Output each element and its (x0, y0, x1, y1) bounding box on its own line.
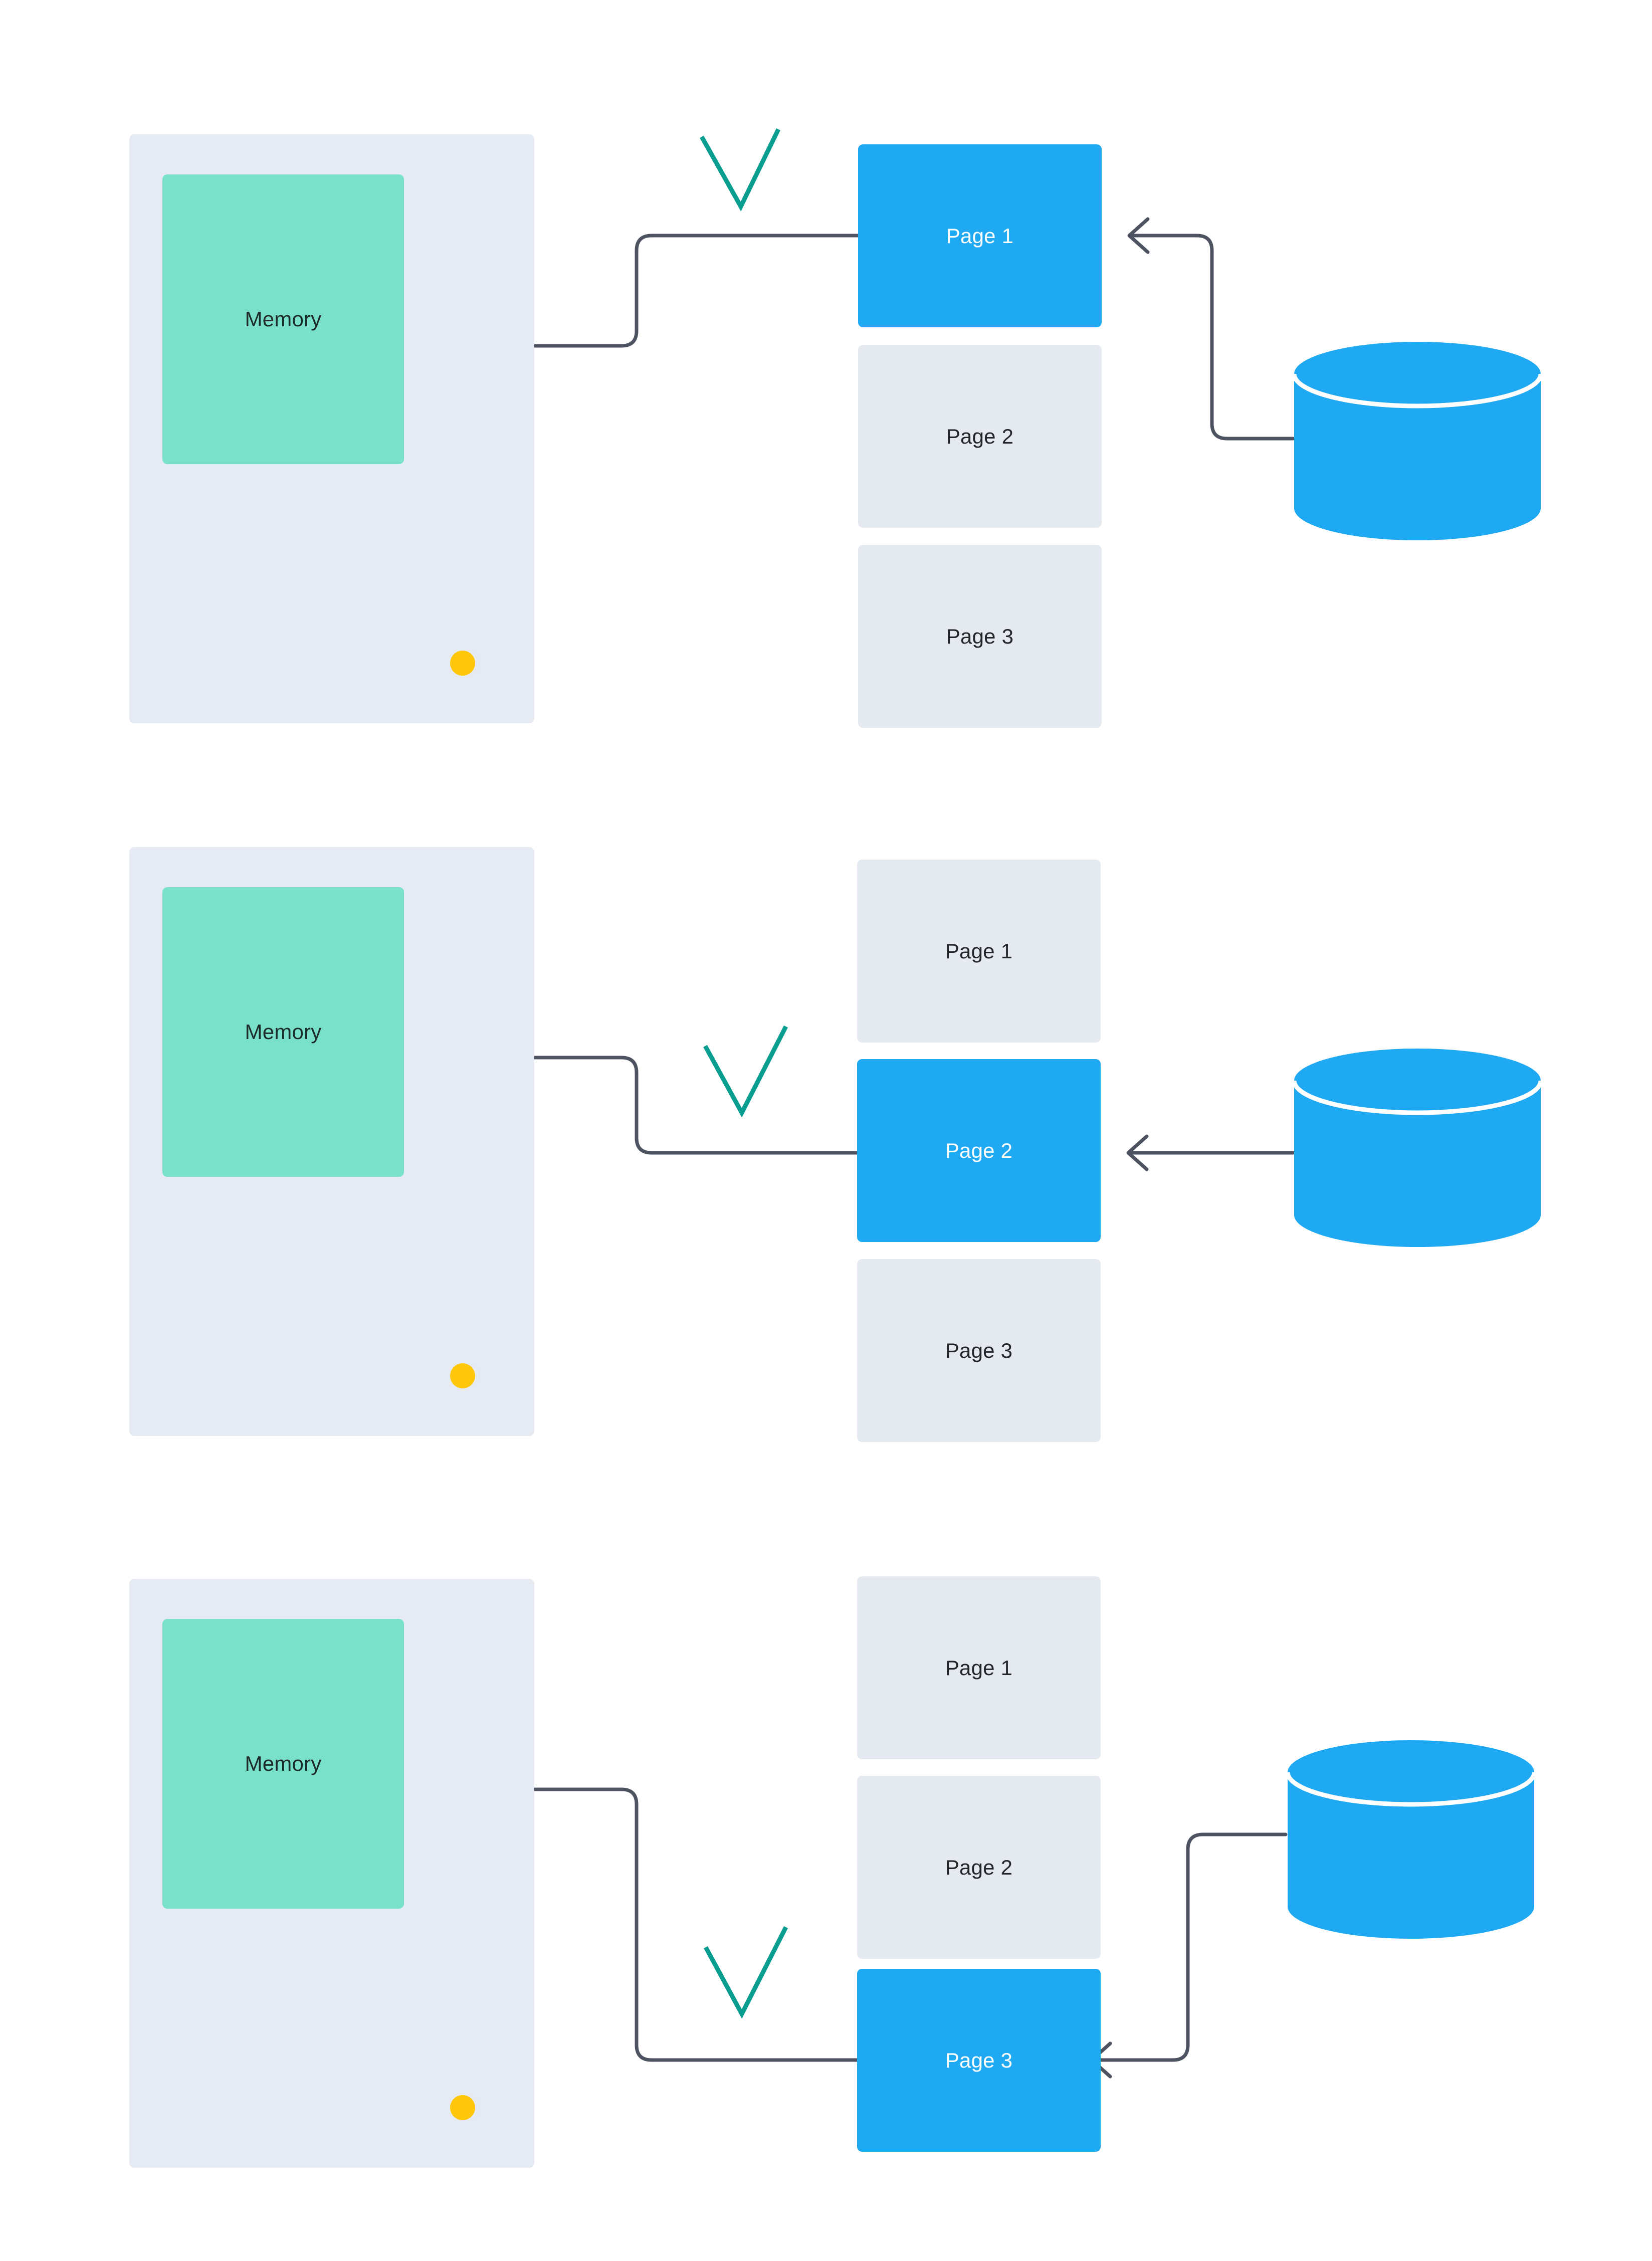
brand-logo-icon (450, 2084, 488, 2131)
memory-label: Memory (245, 1752, 322, 1775)
page-box-label: Page 2 (946, 424, 1014, 448)
page-box-label: Page 3 (946, 624, 1014, 648)
page-box-page-3[interactable]: Page 3 (857, 1969, 1101, 2152)
data-source-label: Data Source (1611, 1146, 1652, 1168)
cylinder-shape (1292, 1049, 1543, 1247)
wire-datasource-to-page1 (1128, 234, 1295, 441)
memory-label: Memory (245, 307, 322, 331)
page-box-page-3[interactable]: Page 3 (857, 1259, 1101, 1442)
page-box-label: Page 2 (945, 1855, 1013, 1879)
data-source-cylinder-1[interactable]: Data Source (1292, 341, 1652, 541)
data-source-cylinder-2[interactable]: Data Source (1292, 1048, 1652, 1248)
wire-datasource-to-page3 (1091, 1832, 1288, 2062)
page-box-label: Page 2 (945, 1138, 1013, 1162)
memory-container-3: Memory (129, 1579, 534, 2168)
page-box-page-1[interactable]: Page 1 (857, 1576, 1101, 1759)
page-box-page-1[interactable]: Page 1 (857, 860, 1101, 1043)
memory-box-1[interactable]: Memory (162, 174, 404, 464)
memory-box-3[interactable]: Memory (162, 1619, 404, 1909)
arrowhead-page1 (1127, 217, 1150, 254)
page-box-page-2[interactable]: Page 2 (857, 1776, 1101, 1959)
page-box-page-3[interactable]: Page 3 (858, 545, 1102, 728)
page-box-label: Page 1 (945, 1656, 1013, 1680)
brand-logo-icon (450, 640, 488, 687)
page-box-label: Page 3 (945, 1338, 1013, 1362)
page-box-label: Page 1 (945, 939, 1013, 963)
page-box-label: Page 3 (945, 2048, 1013, 2072)
arrowhead-page2 (1126, 1134, 1149, 1171)
data-source-label: Data Source (1605, 1837, 1652, 1860)
page-box-label: Page 1 (946, 224, 1014, 248)
cylinder-shape (1285, 1740, 1537, 1939)
page-box-page-2[interactable]: Page 2 (857, 1059, 1101, 1242)
memory-container-2: Memory (129, 847, 534, 1436)
memory-box-2[interactable]: Memory (162, 887, 404, 1177)
cylinder-shape (1292, 342, 1543, 540)
memory-label: Memory (245, 1020, 322, 1044)
brand-logo-icon (450, 1352, 488, 1399)
check-icon-3 (704, 1926, 788, 2019)
data-source-cylinder-3[interactable]: Data Source (1285, 1739, 1652, 1940)
check-icon-2 (703, 1025, 788, 1118)
page-box-page-1[interactable]: Page 1 (858, 144, 1102, 327)
memory-container-1: Memory (129, 134, 534, 723)
data-source-label: Data Source (1611, 439, 1652, 461)
check-icon-1 (700, 128, 781, 212)
page-box-page-2[interactable]: Page 2 (858, 345, 1102, 528)
